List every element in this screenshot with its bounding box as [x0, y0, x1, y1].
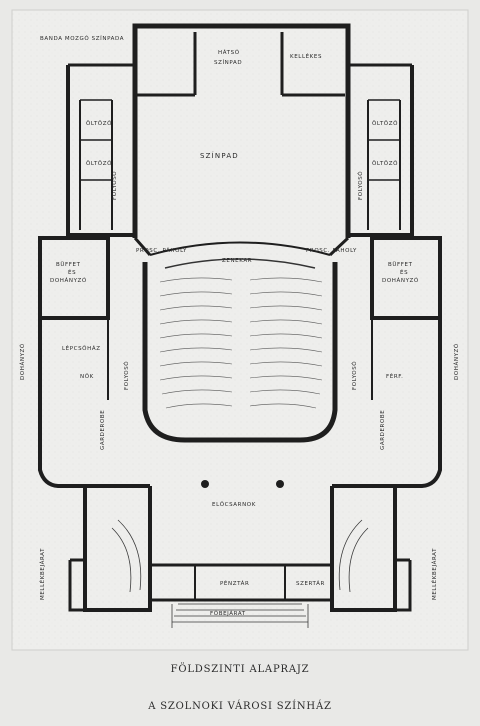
label-buffet-left-3: DOHÁNYZÓ — [50, 277, 87, 284]
label-back-stage-2: SZÍNPAD — [214, 59, 242, 66]
pavilion-stairs — [111, 519, 369, 593]
label-stairs-note: BANDA MOZGÓ SZÍNPADA — [40, 35, 124, 42]
label-buffet-right-1: BÜFFET — [388, 261, 413, 268]
caption-building-name: A SZOLNOKI VÁROSI SZÍNHÁZ — [148, 701, 332, 712]
label-smoker-right: DOHÁNYZÓ — [453, 343, 460, 380]
label-stage: SZÍNPAD — [200, 151, 239, 160]
walls — [38, 23, 442, 612]
label-side-entry-left: MELLÉKBEJÁRAT — [38, 548, 46, 600]
label-buffet-right-3: DOHÁNYZÓ — [382, 277, 419, 284]
label-dressing-right: ÖLTÖZŐ — [372, 120, 398, 127]
label-smoker-left: DOHÁNYZÓ — [19, 343, 26, 380]
label-doorman: SZERTÁR — [296, 580, 325, 587]
caption-plan-title: FÖLDSZINTI ALAPRAJZ — [170, 664, 310, 675]
label-wardrobe-left: GARDEROBE — [100, 410, 106, 450]
drawing-sheet — [11, 9, 469, 651]
auditorium-seating — [159, 277, 323, 409]
label-corridor-stage-right: FOLYOSÓ — [357, 171, 364, 200]
label-stage-box-right: PROSC. PÁHOLY — [306, 247, 357, 254]
foyer-column-left — [201, 480, 209, 488]
label-back-stage: HÁTSÓ — [218, 49, 240, 56]
label-corridor-left: FOLYOSÓ — [123, 361, 130, 390]
label-orchestra: ZENEKAR — [222, 258, 252, 264]
label-props: KELLÉKES — [290, 52, 322, 60]
label-foyer: ELŐCSARNOK — [212, 501, 256, 508]
label-side-entry-right: MELLÉKBEJÁRAT — [430, 548, 438, 600]
label-corridor-right: FOLYOSÓ — [351, 361, 358, 390]
label-ticket-office: PÉNZTÁR — [220, 579, 249, 587]
label-mens: FÉRF. — [386, 372, 404, 380]
entrance-steps — [171, 603, 309, 628]
label-main-entrance: FŐBEJÁRAT — [210, 610, 246, 617]
label-buffet-left-1: BÜFFET — [56, 261, 81, 268]
label-buffet-right-2: ÉS — [400, 268, 408, 276]
label-corridor-stage-left: FOLYOSÓ — [111, 171, 118, 200]
orchestra-pit — [164, 258, 316, 269]
label-dressing-left-2: ÖLTÖZŐ — [86, 160, 112, 167]
label-stage-box-left: PROSC. PÁHOLY — [136, 247, 187, 254]
label-wardrobe-right: GARDEROBE — [380, 410, 386, 450]
label-womens: NŐK — [80, 373, 94, 380]
label-dressing-left: ÖLTÖZŐ — [86, 120, 112, 127]
label-staircase-left: LÉPCSŐHÁZ — [62, 344, 101, 352]
label-buffet-left-2: ÉS — [68, 268, 76, 276]
label-dressing-right-2: ÖLTÖZŐ — [372, 160, 398, 167]
foyer-column-right — [276, 480, 284, 488]
